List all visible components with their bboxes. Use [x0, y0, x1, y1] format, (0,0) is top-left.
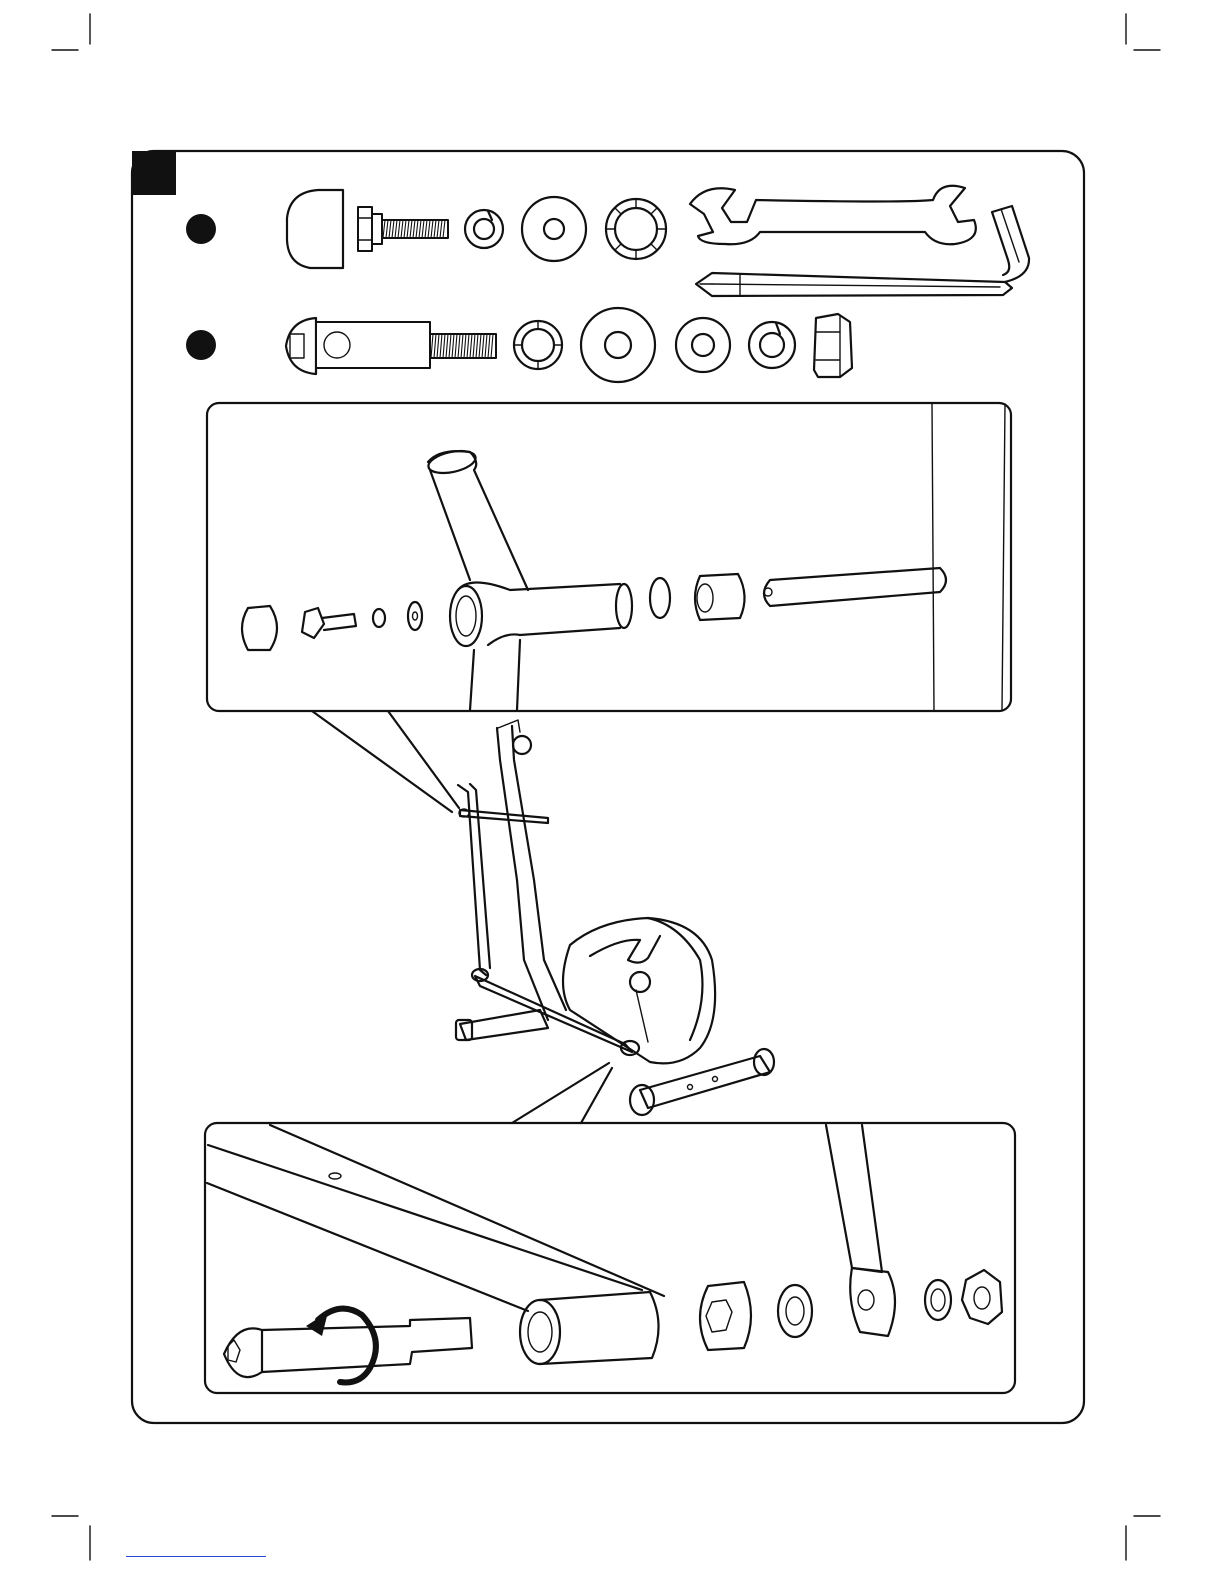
allen-key-screwdriver-icon	[696, 206, 1029, 296]
pivot-serrated-washer-icon	[778, 1285, 812, 1337]
large-flat-washer-icon	[581, 308, 655, 382]
serrated-washer-2-icon	[514, 321, 562, 369]
shoulder-bolt-icon	[286, 318, 496, 374]
end-cap-icon	[287, 190, 343, 268]
split-lock-washer-icon	[465, 210, 503, 248]
flange-bolt-icon	[358, 207, 448, 251]
flange-bolt-detail-icon	[302, 608, 356, 638]
pivot-bushing-icon	[700, 1282, 751, 1350]
rotation-arrow-icon	[318, 1309, 376, 1383]
upper-detail-panel	[207, 403, 1011, 711]
lower-detail-panel	[205, 1123, 1015, 1393]
hyperlink-underline[interactable]	[126, 1556, 266, 1557]
nylon-lock-nut-icon	[814, 314, 852, 377]
flat-washer-2-icon	[676, 318, 730, 372]
hardware-row-2-bullet	[186, 330, 216, 360]
open-end-wrench-icon	[690, 186, 976, 245]
lock-washer-detail-icon	[373, 609, 385, 627]
spacer-ring-icon	[650, 578, 670, 618]
end-cap-detail-icon	[242, 606, 277, 650]
axle-tube-icon	[764, 568, 946, 606]
pivot-lock-washer-icon	[925, 1280, 951, 1320]
pivot-hex-nut-icon	[962, 1270, 1002, 1324]
crop-marks	[52, 14, 1160, 1560]
step-number-marker	[132, 151, 176, 195]
serrated-washer-icon	[606, 199, 666, 259]
split-lock-washer-2-icon	[749, 322, 795, 368]
bushing-icon	[695, 574, 745, 620]
lower-callout-lines	[512, 1063, 612, 1123]
hardware-row-1-bullet	[186, 214, 216, 244]
flat-washer-icon	[522, 197, 586, 261]
step-frame	[132, 151, 1084, 1423]
upper-callout-lines	[312, 711, 459, 812]
elliptical-trainer-overview	[456, 720, 774, 1115]
flat-washer-detail-icon	[408, 602, 422, 630]
